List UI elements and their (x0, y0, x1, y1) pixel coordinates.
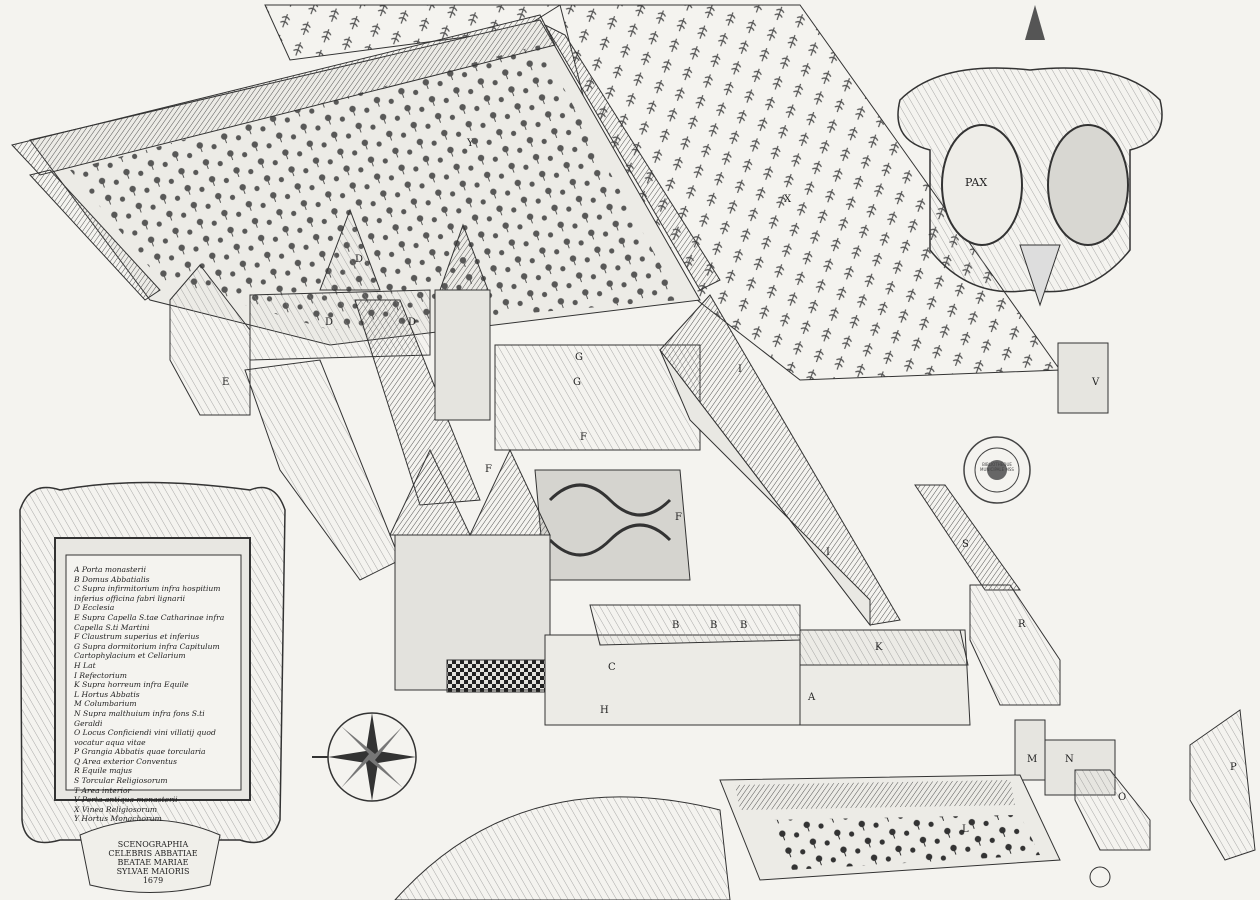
garden-trees (70, 45, 680, 330)
cloister-parterre (548, 483, 672, 557)
label-d: D (355, 254, 363, 265)
label-y: Y (466, 138, 474, 149)
label-i: I (826, 547, 830, 558)
building-e (169, 264, 251, 416)
building-m (1014, 719, 1046, 781)
refectory-wall (659, 349, 871, 627)
label-s: S (962, 539, 969, 550)
dormitory-g (494, 344, 701, 451)
legend-item: A Porta monasterii (74, 565, 147, 574)
label-a: A (807, 692, 816, 703)
cloister-garden (534, 469, 691, 581)
legend-item: K Supra horreum infra Equile (74, 680, 189, 690)
label-b: B (672, 620, 679, 631)
building-o (1074, 769, 1151, 851)
coat-of-arms (897, 5, 1163, 307)
garden-wall-left (29, 169, 161, 301)
abbot-garden-trellis (735, 780, 1015, 810)
label-b: B (710, 620, 717, 631)
label-g: G (575, 352, 583, 363)
label-v: V (1091, 377, 1100, 388)
title-year: 1679 (142, 876, 164, 885)
label-d: D (408, 317, 416, 328)
legend-item: M Columbarium (74, 699, 137, 709)
title-line: SYLVAE MAIORIS (116, 867, 190, 876)
label-e: E (222, 377, 229, 388)
small-stamp (1089, 866, 1111, 888)
chapels (244, 359, 401, 581)
label-c: C (608, 662, 616, 673)
legend-item: G Supra dormitorium infra Capitulum (74, 641, 220, 651)
legend-item: L Hortus Abbatis (74, 689, 140, 699)
gate-v (1057, 342, 1109, 414)
bell-tower (434, 289, 491, 421)
building-s (914, 484, 1021, 591)
legend-item: I Refectorium (74, 670, 127, 680)
title-line: CELEBRIS ABBATIAE (108, 849, 198, 858)
legend-cartouche (19, 481, 286, 893)
label-m: M (1027, 754, 1037, 765)
legend-item: C Supra infirmitorium infra hospitium (74, 584, 221, 594)
label-n: N (1065, 754, 1074, 765)
legend-item: Q Area exterior Conventus (74, 756, 177, 766)
label-f: F (580, 432, 587, 443)
legend-item: B Domus Abbatialis (74, 574, 150, 584)
coat-of-arms-motto: PAX (965, 176, 988, 189)
library-stamp (963, 436, 1031, 504)
label-l: L (962, 824, 969, 835)
legend-item: H Lat (74, 660, 96, 670)
legend-item: D Ecclesia (74, 603, 115, 613)
label-p: P (1230, 762, 1237, 773)
legend-item: F Claustrum superius et inferius (74, 632, 200, 642)
legend-item: Cartophylacium et Cellarium (74, 651, 186, 661)
stamp-text: BIBLIOTHEQUE MUNICIPALE MSS (980, 462, 1014, 472)
church-roof (354, 299, 481, 506)
legend-item: N Supra malthuium infra fons S.ti (74, 708, 205, 718)
label-h: H (600, 705, 609, 716)
label-k: K (875, 642, 883, 653)
hill (394, 796, 731, 900)
legend-item: R Equile majus (74, 766, 133, 776)
legend-item: O Locus Conficiendi vini villatij quod (74, 728, 216, 738)
legend-item: X Vinea Religiosorum (74, 804, 158, 814)
legend-item: P Grangia Abbatis quae torcularia (74, 747, 206, 757)
label-f: F (675, 512, 682, 523)
spire (319, 208, 381, 291)
forecourt (446, 659, 548, 693)
legend-item: Y Hortus Monachorum (74, 814, 162, 824)
abbot-roof (589, 604, 801, 646)
title-cartouche: SCENOGRAPHIA CELEBRIS ABBATIAE BEATAE MA… (78, 840, 228, 885)
abbot-garden-trees (770, 815, 1040, 870)
label-r: R (1018, 619, 1026, 630)
label-b: B (740, 620, 747, 631)
legend-item: inferius officina fabri lignarii (74, 593, 186, 603)
label-o: O (1118, 792, 1126, 803)
title-line: SCENOGRAPHIA (117, 840, 189, 849)
label-g: G (573, 377, 581, 388)
trellis (11, 14, 556, 176)
legend-item: V Porta antiqua monasterii (74, 795, 178, 805)
building-r (969, 584, 1061, 706)
legend-item: S Torcular Religiosorum (74, 776, 168, 786)
legend-item: Capella S.ti Martini (74, 622, 150, 632)
label-i: I (738, 364, 742, 375)
legend-item: T Area interior (74, 785, 132, 795)
stables-roof (799, 629, 969, 666)
garden-wall-right (543, 23, 721, 291)
label-f: F (485, 464, 492, 475)
tower-spire (439, 223, 489, 291)
legend-item: vocatur aqua vitae (74, 737, 146, 747)
label-x: X (784, 194, 792, 205)
legend-item: Geraldi (74, 718, 103, 728)
plan-labels: D D D E G G F F F I I B B B K A H C S R … (222, 138, 1237, 835)
abbot-house (544, 634, 801, 726)
building-p (1189, 709, 1256, 861)
facade-roof (389, 448, 551, 537)
legend-item: E Supra Capella S.tae Catharinae infra (74, 612, 225, 622)
label-d: D (325, 317, 333, 328)
compass-rose-icon (312, 712, 417, 802)
title-line: BEATAE MARIAE (117, 858, 189, 867)
